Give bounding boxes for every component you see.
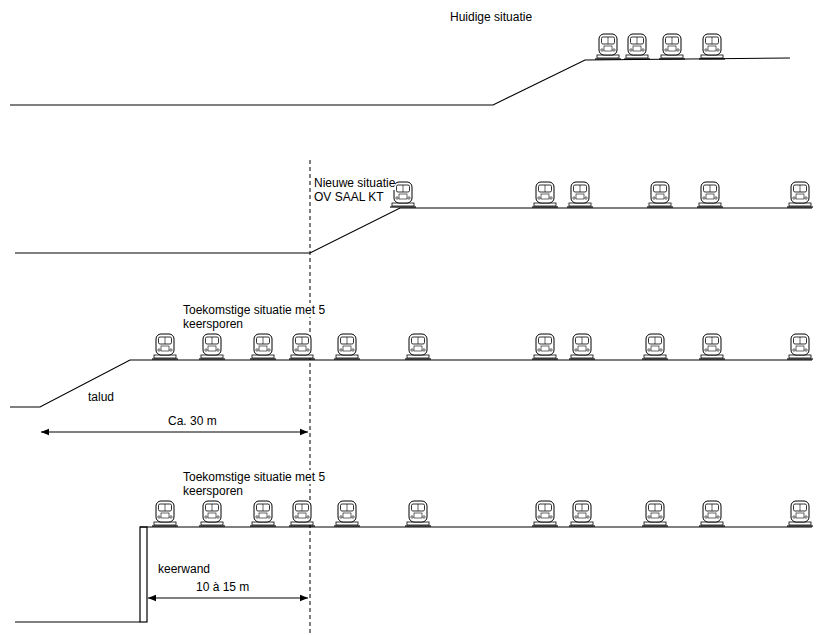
train-icon bbox=[199, 334, 225, 359]
train-icon bbox=[699, 34, 725, 59]
section-title: Huidige situatie bbox=[450, 10, 590, 24]
train-icon bbox=[250, 501, 276, 526]
train-icon bbox=[289, 501, 315, 526]
ground-profile bbox=[10, 360, 812, 407]
ground-profile bbox=[10, 58, 790, 105]
label-text: Nieuwe situatie OV SAAL KT bbox=[314, 176, 395, 204]
train-icon bbox=[569, 501, 595, 526]
train-icon bbox=[152, 334, 178, 359]
train-icon bbox=[567, 182, 593, 207]
train-icon bbox=[532, 182, 558, 207]
train-icon bbox=[697, 182, 723, 207]
wall-label: keerwand bbox=[158, 562, 238, 576]
train-icon bbox=[250, 334, 276, 359]
train-icon bbox=[532, 334, 558, 359]
section-title: Toekomstige situatie met 5 keersporen bbox=[183, 470, 348, 498]
train-icon bbox=[642, 501, 668, 526]
label-text: Toekomstige situatie met 5 keersporen bbox=[183, 303, 325, 331]
label-text: talud bbox=[88, 390, 114, 404]
train-icon bbox=[569, 334, 595, 359]
train-icon bbox=[405, 501, 431, 526]
label-text: Ca. 30 m bbox=[168, 414, 217, 428]
section-title: Nieuwe situatie OV SAAL KT bbox=[314, 176, 409, 204]
section-title: Toekomstige situatie met 5 keersporen bbox=[183, 303, 348, 331]
ground-profile bbox=[15, 621, 140, 622]
train-icon bbox=[289, 334, 315, 359]
label-text: Toekomstige situatie met 5 keersporen bbox=[183, 470, 325, 498]
train-icon bbox=[152, 501, 178, 526]
slope-label: talud bbox=[88, 390, 148, 404]
train-icon bbox=[787, 501, 813, 526]
label-text: Huidige situatie bbox=[450, 10, 532, 24]
train-icon bbox=[647, 182, 673, 207]
dimension-label: 10 à 15 m bbox=[196, 580, 276, 594]
train-icon bbox=[405, 334, 431, 359]
label-text: keerwand bbox=[158, 562, 210, 576]
train-icon bbox=[624, 34, 650, 59]
reference-line bbox=[310, 160, 311, 635]
label-text: 10 à 15 m bbox=[196, 580, 249, 594]
train-icon bbox=[334, 334, 360, 359]
train-icon bbox=[659, 34, 685, 59]
dimension-arrow bbox=[148, 598, 308, 599]
train-icon bbox=[699, 501, 725, 526]
train-icon bbox=[595, 34, 621, 59]
train-icon bbox=[532, 501, 558, 526]
train-icon bbox=[699, 334, 725, 359]
dimension-label: Ca. 30 m bbox=[168, 414, 248, 428]
train-icon bbox=[334, 501, 360, 526]
ground-profile bbox=[15, 208, 812, 253]
train-icon bbox=[787, 182, 813, 207]
dimension-arrow bbox=[41, 432, 308, 433]
train-icon bbox=[642, 334, 668, 359]
train-icon bbox=[199, 501, 225, 526]
retaining-wall bbox=[140, 527, 147, 622]
train-icon bbox=[787, 334, 813, 359]
